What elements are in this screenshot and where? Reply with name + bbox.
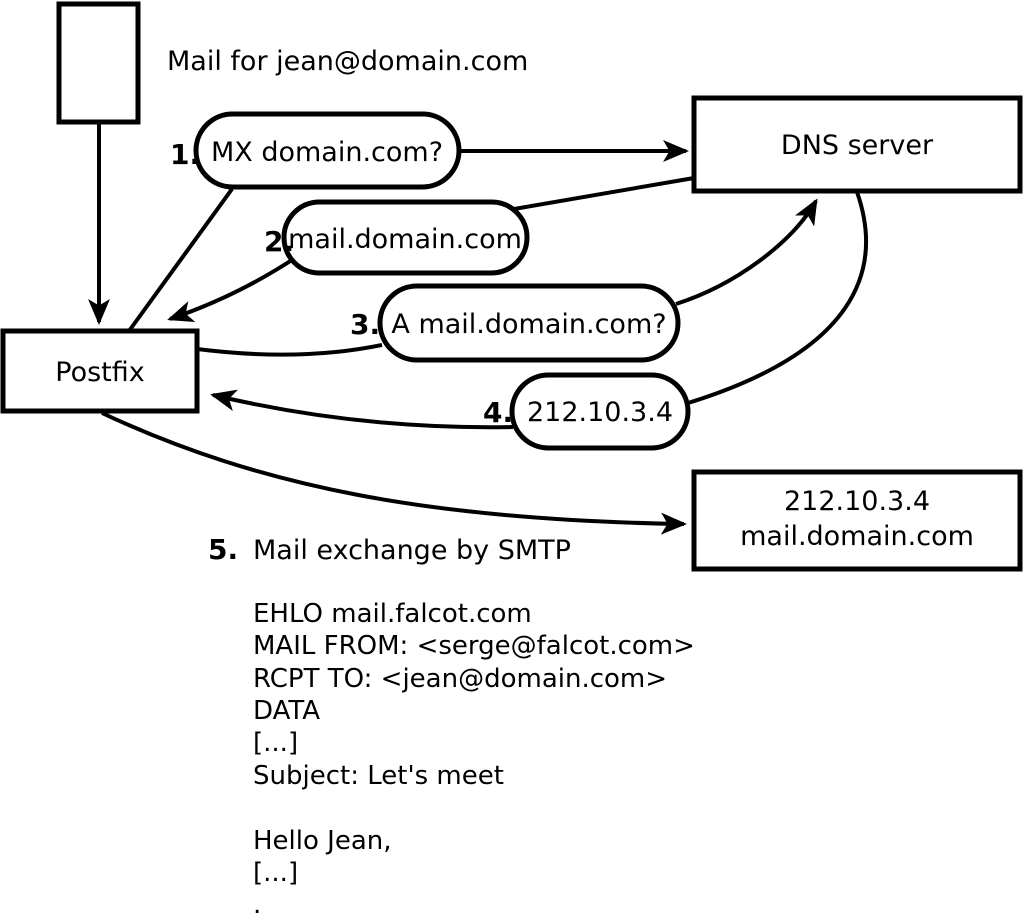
intro-label: Mail for jean@domain.com xyxy=(167,46,528,77)
postfix-box xyxy=(0,328,200,414)
mx-answer-label: mail.domain.com xyxy=(288,224,522,255)
dns-server-label: DNS server xyxy=(781,130,934,161)
smtp-line-ehlo: EHLO mail.falcot.com xyxy=(253,599,532,629)
smtp-line-rcpt-to: RCPT TO: <jean@domain.com> xyxy=(253,664,667,694)
arrow-a-query-to-dns xyxy=(675,198,818,306)
postfix-label: Postfix xyxy=(55,357,144,388)
a-query-bubble xyxy=(377,283,681,363)
smtp-line-end-dot: . xyxy=(253,890,261,919)
a-query-label: A mail.domain.com? xyxy=(391,309,666,340)
a-answer-label: 212.10.3.4 xyxy=(527,397,673,428)
arrow-postfix-to-mailhost-smtp xyxy=(101,411,687,535)
mailhost-name-label: mail.domain.com xyxy=(740,521,974,552)
smtp-line-mail-from: MAIL FROM: <serge@falcot.com> xyxy=(253,631,695,661)
smtp-line-greeting: Hello Jean, xyxy=(253,826,392,856)
a-answer-bubble xyxy=(509,372,691,451)
smtp-transcript: EHLO mail.falcot.com MAIL FROM: <serge@f… xyxy=(253,599,695,919)
step-3-number: 3. xyxy=(350,308,380,341)
dns-server-box xyxy=(691,95,1023,194)
step-1-number: 1. xyxy=(170,138,200,171)
smtp-line-data: DATA xyxy=(253,696,320,726)
arrow-a-answer-to-postfix xyxy=(210,389,514,430)
smtp-line-subject: Subject: Let's meet xyxy=(253,761,504,791)
mailhost-box xyxy=(691,469,1023,572)
arrow-mx-answer-to-postfix xyxy=(167,254,300,323)
mx-answer-bubble xyxy=(281,199,530,276)
line-dns-to-mx-answer xyxy=(507,176,695,212)
step-5-number: 5. xyxy=(208,533,238,566)
mx-query-label: MX domain.com? xyxy=(211,137,443,168)
smtp-line-ellipsis1: [...] xyxy=(253,728,298,758)
mx-query-bubble xyxy=(193,111,462,190)
smtp-exchange-label: Mail exchange by SMTP xyxy=(253,535,571,566)
envelope-icon xyxy=(56,1,141,125)
line-dns-to-a-answer xyxy=(687,191,869,405)
smtp-line-ellipsis2: [...] xyxy=(253,858,298,888)
step-2-number: 2. xyxy=(264,225,294,258)
step-4-number: 4. xyxy=(483,396,513,429)
line-postfix-to-mx-query xyxy=(127,187,234,333)
line-postfix-to-a-query xyxy=(196,343,383,357)
mailhost-ip-label: 212.10.3.4 xyxy=(784,486,930,517)
